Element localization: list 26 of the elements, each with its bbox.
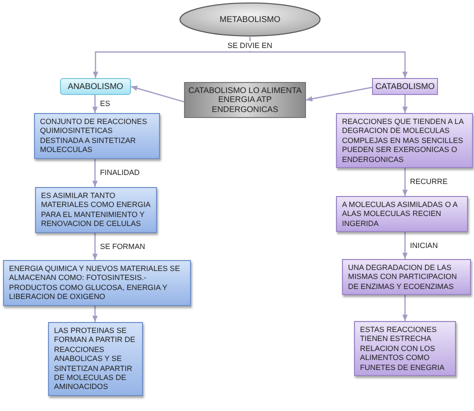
rounded-box (60, 78, 131, 96)
process-box (342, 259, 471, 296)
node-text: ANABOLISMO (66, 82, 124, 92)
process-box (336, 113, 473, 168)
process-box (336, 196, 468, 232)
arrow (402, 232, 408, 259)
node-text: CATABOLISMO LO ALIMENTA ENERGIA ATP ENDERGONICAS (188, 86, 302, 114)
arrow (92, 306, 98, 322)
process-box (3, 260, 191, 306)
arrow (249, 37, 408, 78)
arrow (92, 159, 98, 187)
arrow (306, 86, 372, 102)
process-box (372, 78, 438, 96)
ellipse-node (179, 2, 321, 37)
arrow (402, 295, 408, 321)
process-box (354, 321, 456, 376)
arrow (92, 95, 98, 113)
process-box (48, 322, 143, 396)
process-box (34, 113, 160, 159)
arrow (92, 233, 98, 260)
process-box (35, 187, 157, 233)
node-text: METABOLISMO (220, 14, 280, 24)
node-text: CATABOLISMO (375, 82, 435, 92)
arrow (402, 95, 408, 113)
arrow (130, 86, 184, 102)
arrow (402, 168, 408, 196)
